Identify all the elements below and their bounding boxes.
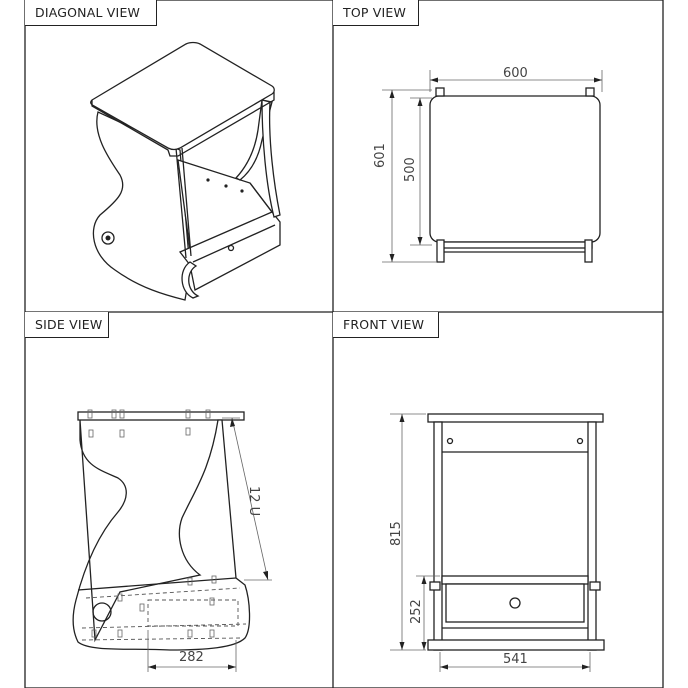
front-dim-height: 815 (389, 521, 404, 546)
top-dim-width: 600 (503, 66, 528, 81)
front-view-title: FRONT VIEW (333, 312, 439, 338)
side-view-title: SIDE VIEW (25, 312, 109, 338)
diagonal-view-title: DIAGONAL VIEW (25, 0, 157, 26)
diagonal-view-panel: DIAGONAL VIEW (25, 0, 333, 312)
front-dim-width: 541 (503, 652, 528, 667)
top-view-title: TOP VIEW (333, 0, 419, 26)
front-dim-drawer: 252 (409, 599, 424, 624)
side-view-drawing (72, 409, 272, 672)
front-view-drawing (390, 413, 605, 672)
top-view-drawing (382, 70, 603, 263)
front-view-panel: FRONT VIEW (333, 312, 663, 688)
side-view-panel: SIDE VIEW (25, 312, 333, 688)
top-dim-depth-inner: 500 (403, 157, 418, 182)
side-dim-rack: 12 U (246, 486, 261, 517)
top-view-panel: TOP VIEW (333, 0, 663, 312)
side-dim-base: 282 (179, 650, 204, 665)
top-dim-depth-outer: 601 (373, 143, 388, 168)
diagonal-view-drawing (90, 41, 281, 301)
